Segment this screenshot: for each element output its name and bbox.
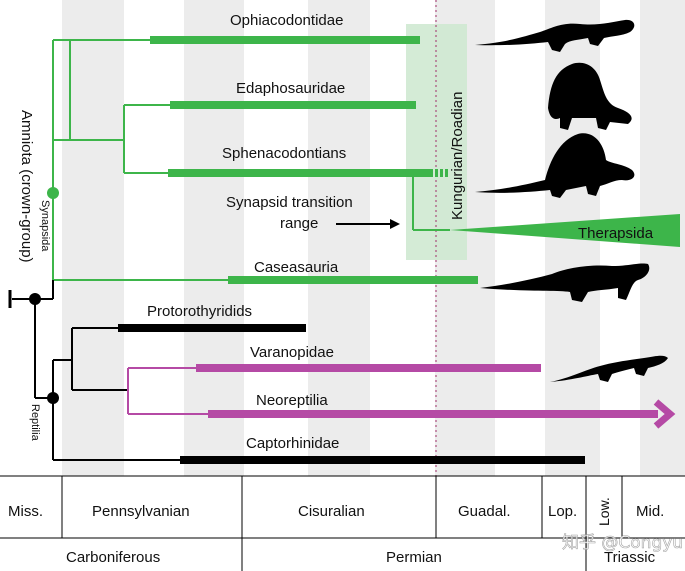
captorhinidae-label: Captorhinidae [246,435,339,452]
synapsida-ranges [150,36,680,284]
sphenacodontians-label: Sphenacodontians [222,145,346,162]
therapsida-wedge [450,214,680,247]
period-carboniferous: Carboniferous [66,549,160,566]
epoch-lop: Lop. [548,503,577,520]
epoch-cisuralian: Cisuralian [298,503,365,520]
epoch-pennsylvanian: Pennsylvanian [92,503,190,520]
epoch-guadal: Guadal. [458,503,511,520]
neoreptilia-range [208,410,658,418]
silhouette-caseasauria [480,263,650,302]
silhouette-varanopidae [550,355,668,382]
edaphosauridae-range [170,101,416,109]
protorothyridids-range [118,324,306,332]
varanopidae-label: Varanopidae [250,344,334,361]
therapsida-label: Therapsida [578,225,654,242]
synapsida-node [47,187,59,199]
epoch-mid: Mid. [636,503,664,520]
amniota-node [29,293,41,305]
epoch-miss: Miss. [8,503,43,520]
transition-arrow [336,219,400,229]
period-permian: Permian [386,549,442,566]
captorhinidae-range [180,456,585,464]
transition-label-line1: Synapsid transition [226,194,353,211]
amniota-root [8,290,41,308]
silhouette-sphenacodontians [475,133,635,198]
reptilia-tree [34,280,208,461]
reptilia-label: Reptilia [29,404,41,442]
time-band [62,0,124,476]
period-triassic: Triassic [604,549,656,566]
amniota-label: Amniota (crown-group) [18,110,35,263]
caseasauria-label: Caseasauria [254,259,339,276]
neoreptilia-label: Neoreptilia [256,392,328,409]
caseasauria-range [228,276,478,284]
transition-label-line2: range [280,215,318,232]
ophiacodontidae-range [150,36,420,44]
timescale: Miss. Pennsylvanian Cisuralian Guadal. L… [0,475,685,571]
synapsida-label: Synapsida [39,200,51,252]
watermark: 知乎 @Congyu [562,533,683,553]
neoreptilia-arrowhead [653,399,676,429]
silhouette-edaphosauridae [548,62,632,130]
protorothyridids-label: Protorothyridids [147,303,252,320]
varanopidae-range [196,364,541,372]
ophiacodontidae-label: Ophiacodontidae [230,12,343,29]
sphenacodontians-range [168,169,430,177]
epoch-low: Low. [596,497,612,526]
reptilia-ranges [118,324,676,464]
edaphosauridae-label: Edaphosauridae [236,80,345,97]
kungurian-roadian-label: Kungurian/Roadian [449,92,466,220]
reptilia-node [47,392,59,404]
time-band [184,0,244,476]
time-band [308,0,370,476]
silhouette-ophiacodontidae [475,19,635,52]
synapsida-tree [52,39,450,281]
